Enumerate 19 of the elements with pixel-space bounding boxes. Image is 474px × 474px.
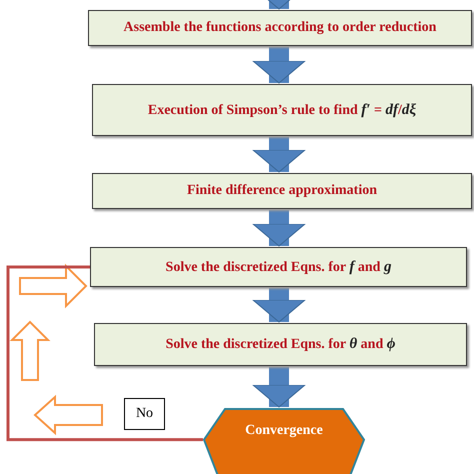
- box-text: Finite difference approximation: [186, 183, 378, 199]
- process-box: [92, 84, 472, 136]
- block-arrow: [252, 288, 306, 322]
- process-box: [94, 323, 467, 366]
- edge-label: No: [124, 398, 165, 430]
- block-arrow: [252, 210, 306, 246]
- decision-hexagon: [203, 408, 365, 474]
- process-box: [90, 247, 467, 287]
- process-box: [92, 173, 472, 209]
- box-text: Solve the discretized Eqns. for f and g: [166, 258, 392, 276]
- box-text: Execution of Simpson’s rule to find f′ = df/dξ: [148, 102, 416, 118]
- block-arrow: [252, 47, 306, 84]
- block-arrow: [252, 367, 306, 408]
- process-box: [88, 10, 472, 46]
- loop-line: [6, 266, 203, 442]
- box-text: Assemble the functions according to order reduction: [124, 20, 436, 36]
- box-text: Convergence: [245, 423, 323, 439]
- block-arrow: [252, 137, 306, 172]
- box-text: Solve the discretized Eqns. for θ and ϕ: [166, 336, 396, 353]
